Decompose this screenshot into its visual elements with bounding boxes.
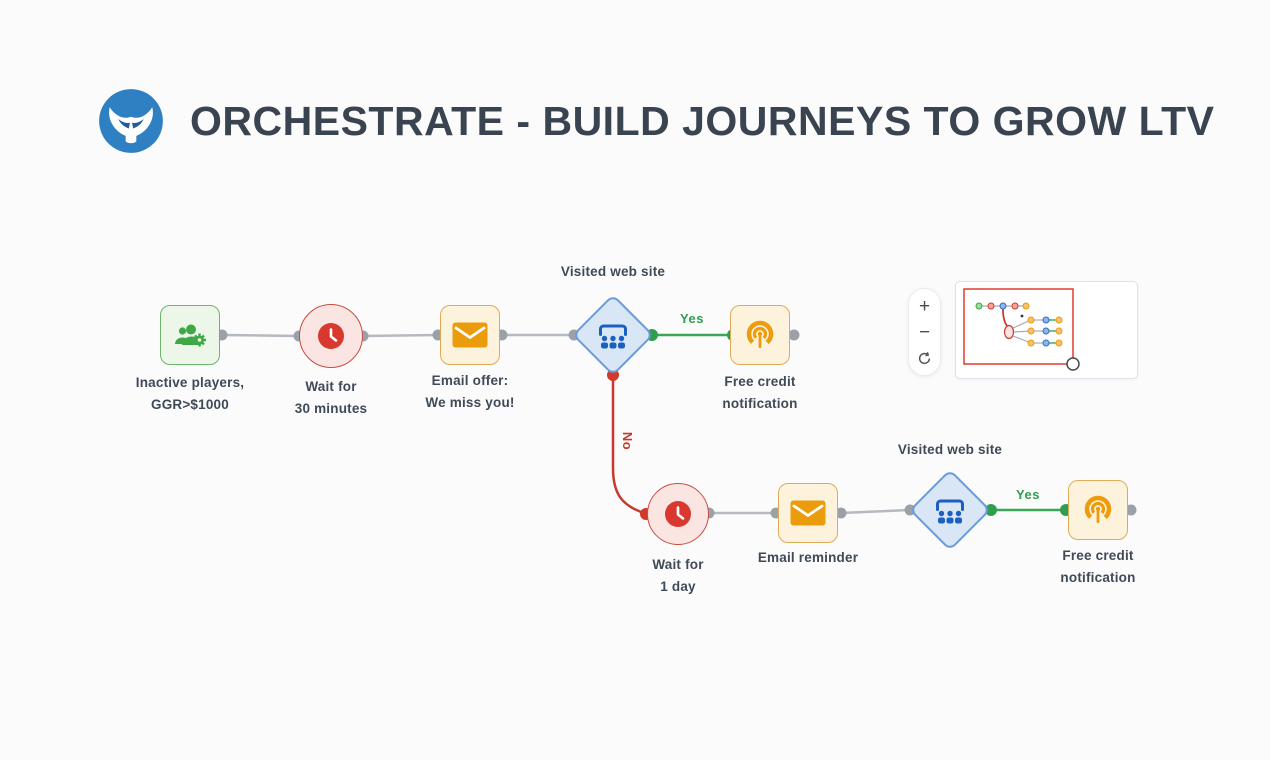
node-label: Visited web site	[560, 264, 666, 279]
page-title: ORCHESTRATE - BUILD JOURNEYS TO GROW LTV	[190, 98, 1215, 144]
edge-label-yes: Yes	[680, 311, 704, 326]
node-email-offer[interactable]	[440, 305, 500, 365]
refresh-button[interactable]	[909, 345, 940, 371]
node-wait-30-minutes[interactable]	[299, 304, 363, 368]
envelope-icon	[790, 500, 826, 526]
minimap[interactable]	[955, 281, 1138, 379]
minimap-viewport[interactable]	[963, 288, 1074, 365]
zoom-out-button[interactable]: −	[918, 321, 931, 343]
audience-icon	[596, 321, 630, 349]
clock-icon	[663, 499, 693, 529]
node-label: Visited web site	[897, 442, 1003, 457]
edge-label-no: No	[620, 431, 636, 451]
users-gear-icon	[172, 320, 208, 350]
zoom-in-button[interactable]: +	[918, 295, 931, 317]
envelope-icon	[452, 322, 488, 348]
whale-logo	[99, 89, 163, 153]
node-label: Wait for 1 day	[652, 557, 704, 594]
node-label: Email offer: We miss you!	[425, 373, 515, 410]
node-label: Inactive players, GGR>$1000	[135, 375, 245, 412]
minimap-canvas[interactable]	[956, 282, 1137, 378]
broadcast-icon	[743, 318, 777, 352]
refresh-icon	[918, 351, 931, 364]
broadcast-icon	[1081, 493, 1115, 527]
node-audience-segment[interactable]	[160, 305, 220, 365]
node-label: Wait for 30 minutes	[294, 379, 368, 416]
node-free-credit-notification-2[interactable]	[1068, 480, 1128, 540]
node-free-credit-notification-1[interactable]	[730, 305, 790, 365]
node-label: Free credit notification	[1060, 548, 1136, 585]
minimap-resize-handle[interactable]	[1066, 357, 1080, 371]
node-decision-visited-web-site-2[interactable]	[908, 468, 992, 552]
edge-label-yes: Yes	[1016, 487, 1040, 502]
audience-icon	[933, 496, 967, 524]
node-wait-1-day[interactable]	[647, 483, 709, 545]
clock-icon	[316, 321, 346, 351]
node-label: Free credit notification	[722, 374, 798, 411]
zoom-controls: + −	[908, 288, 941, 376]
node-email-reminder[interactable]	[778, 483, 838, 543]
node-label: Email reminder	[757, 550, 859, 565]
node-decision-visited-web-site-1[interactable]	[571, 293, 655, 377]
